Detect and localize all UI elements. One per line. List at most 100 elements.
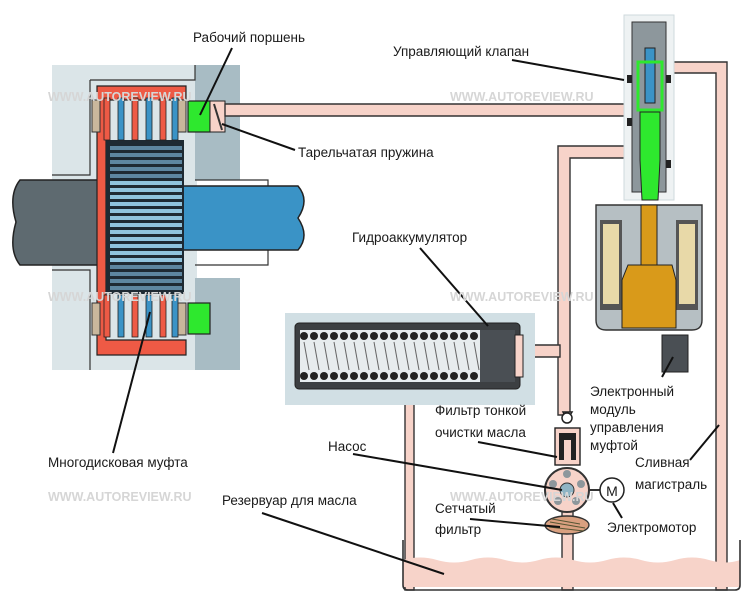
control-valve bbox=[623, 14, 675, 201]
watermark: WWW.AUTOREVIEW.RU bbox=[48, 290, 192, 304]
spline bbox=[110, 265, 182, 269]
working-piston-lower bbox=[187, 302, 211, 335]
spring-coil bbox=[440, 372, 448, 380]
spline bbox=[110, 223, 182, 227]
spring-coil bbox=[323, 341, 330, 371]
output-shaft bbox=[182, 185, 305, 251]
label-drain-line-1: Сливная bbox=[635, 455, 690, 470]
spring-coil bbox=[330, 372, 338, 380]
clutch-plate bbox=[145, 97, 153, 141]
spring-coil bbox=[340, 332, 348, 340]
spring-coil bbox=[353, 341, 360, 371]
spring-coil bbox=[310, 372, 318, 380]
watermarks: WWW.AUTOREVIEW.RU WWW.AUTOREVIEW.RU WWW.… bbox=[48, 90, 594, 504]
spline bbox=[110, 202, 182, 206]
spring-coil bbox=[450, 332, 458, 340]
spring-coil bbox=[400, 332, 408, 340]
spring-coil bbox=[313, 341, 320, 371]
working-piston bbox=[187, 100, 211, 133]
spring-coil bbox=[333, 341, 340, 371]
spline bbox=[110, 258, 182, 262]
motor-symbol-letter: M bbox=[606, 483, 618, 499]
solenoid-coil bbox=[603, 224, 619, 304]
pump-group: M bbox=[544, 411, 625, 535]
spring-coil bbox=[460, 332, 468, 340]
clutch-plate bbox=[159, 97, 167, 141]
spring-coil bbox=[410, 332, 418, 340]
spline bbox=[110, 195, 182, 199]
oil-reservoir bbox=[402, 540, 741, 591]
spring-coil bbox=[363, 341, 370, 371]
spline bbox=[110, 244, 182, 248]
label-multidisc-clutch: Многодисковая муфта bbox=[48, 455, 188, 470]
hydraulic-accumulator bbox=[285, 313, 535, 405]
spline bbox=[110, 286, 182, 290]
spline bbox=[110, 188, 182, 192]
spring-coil bbox=[350, 372, 358, 380]
label-control-valve: Управляющий клапан bbox=[393, 44, 529, 59]
labels: Рабочий поршень Управляющий клапан Тарел… bbox=[48, 30, 707, 537]
spline bbox=[110, 153, 182, 157]
label-fine-filter-1: Фильтр тонкой bbox=[435, 403, 526, 418]
spring-coil bbox=[420, 372, 428, 380]
spline bbox=[110, 167, 182, 171]
label-drain-line-2: магистраль bbox=[635, 477, 707, 492]
label-fine-filter-2: очистки масла bbox=[435, 425, 526, 440]
solenoid-coil bbox=[679, 224, 695, 304]
electric-motor-symbol bbox=[599, 477, 625, 503]
spring-coil bbox=[383, 341, 390, 371]
spline bbox=[110, 237, 182, 241]
solenoid-core bbox=[621, 264, 677, 329]
spring-coil bbox=[443, 341, 450, 371]
spring-coil bbox=[413, 341, 420, 371]
spring-coil bbox=[453, 341, 460, 371]
label-pump: Насос bbox=[328, 439, 367, 454]
input-shaft bbox=[12, 179, 101, 266]
spring-coil bbox=[300, 332, 308, 340]
spline bbox=[110, 181, 182, 185]
spring-coil bbox=[380, 372, 388, 380]
solenoid bbox=[595, 204, 703, 373]
watermark: WWW.AUTOREVIEW.RU bbox=[450, 290, 594, 304]
label-working-piston: Рабочий поршень bbox=[193, 30, 305, 45]
clutch-plate bbox=[117, 294, 125, 338]
spring-coil bbox=[310, 332, 318, 340]
accumulator-spring bbox=[300, 332, 480, 380]
electronic-control-module bbox=[661, 334, 689, 373]
spring-coil bbox=[430, 332, 438, 340]
spring-coil bbox=[393, 341, 400, 371]
spring-coil bbox=[380, 332, 388, 340]
label-oil-reservoir: Резервуар для масла bbox=[222, 493, 357, 508]
watermark: WWW.AUTOREVIEW.RU bbox=[48, 490, 192, 504]
label-electric-motor: Электромотор bbox=[607, 520, 696, 535]
spring-coil bbox=[340, 372, 348, 380]
spring-coil bbox=[470, 332, 478, 340]
clutch-plate bbox=[103, 294, 111, 338]
spline bbox=[110, 272, 182, 276]
spring-coil bbox=[343, 341, 350, 371]
spline bbox=[110, 146, 182, 150]
spring-coil bbox=[423, 341, 430, 371]
clutch-plate bbox=[117, 97, 125, 141]
watermark: WWW.AUTOREVIEW.RU bbox=[450, 90, 594, 104]
spline bbox=[110, 230, 182, 234]
label-mesh-filter-2: фильтр bbox=[435, 522, 481, 537]
label-accumulator: Гидроаккумулятор bbox=[352, 230, 467, 245]
spline bbox=[110, 209, 182, 213]
spring-coil bbox=[420, 332, 428, 340]
clutch-plate bbox=[159, 294, 167, 338]
spline bbox=[110, 279, 182, 283]
label-control-module-2: модуль bbox=[590, 402, 636, 417]
spline bbox=[110, 160, 182, 164]
label-disc-spring: Тарельчатая пружина bbox=[298, 145, 434, 160]
spring-coil bbox=[320, 332, 328, 340]
spring-coil bbox=[473, 341, 480, 371]
label-control-module-1: Электронный bbox=[590, 384, 674, 399]
disc-spring bbox=[213, 103, 223, 131]
spring-coil bbox=[430, 372, 438, 380]
label-mesh-filter-1: Сетчатый bbox=[435, 501, 496, 516]
watermark: WWW.AUTOREVIEW.RU bbox=[450, 490, 594, 504]
spring-coil bbox=[403, 341, 410, 371]
